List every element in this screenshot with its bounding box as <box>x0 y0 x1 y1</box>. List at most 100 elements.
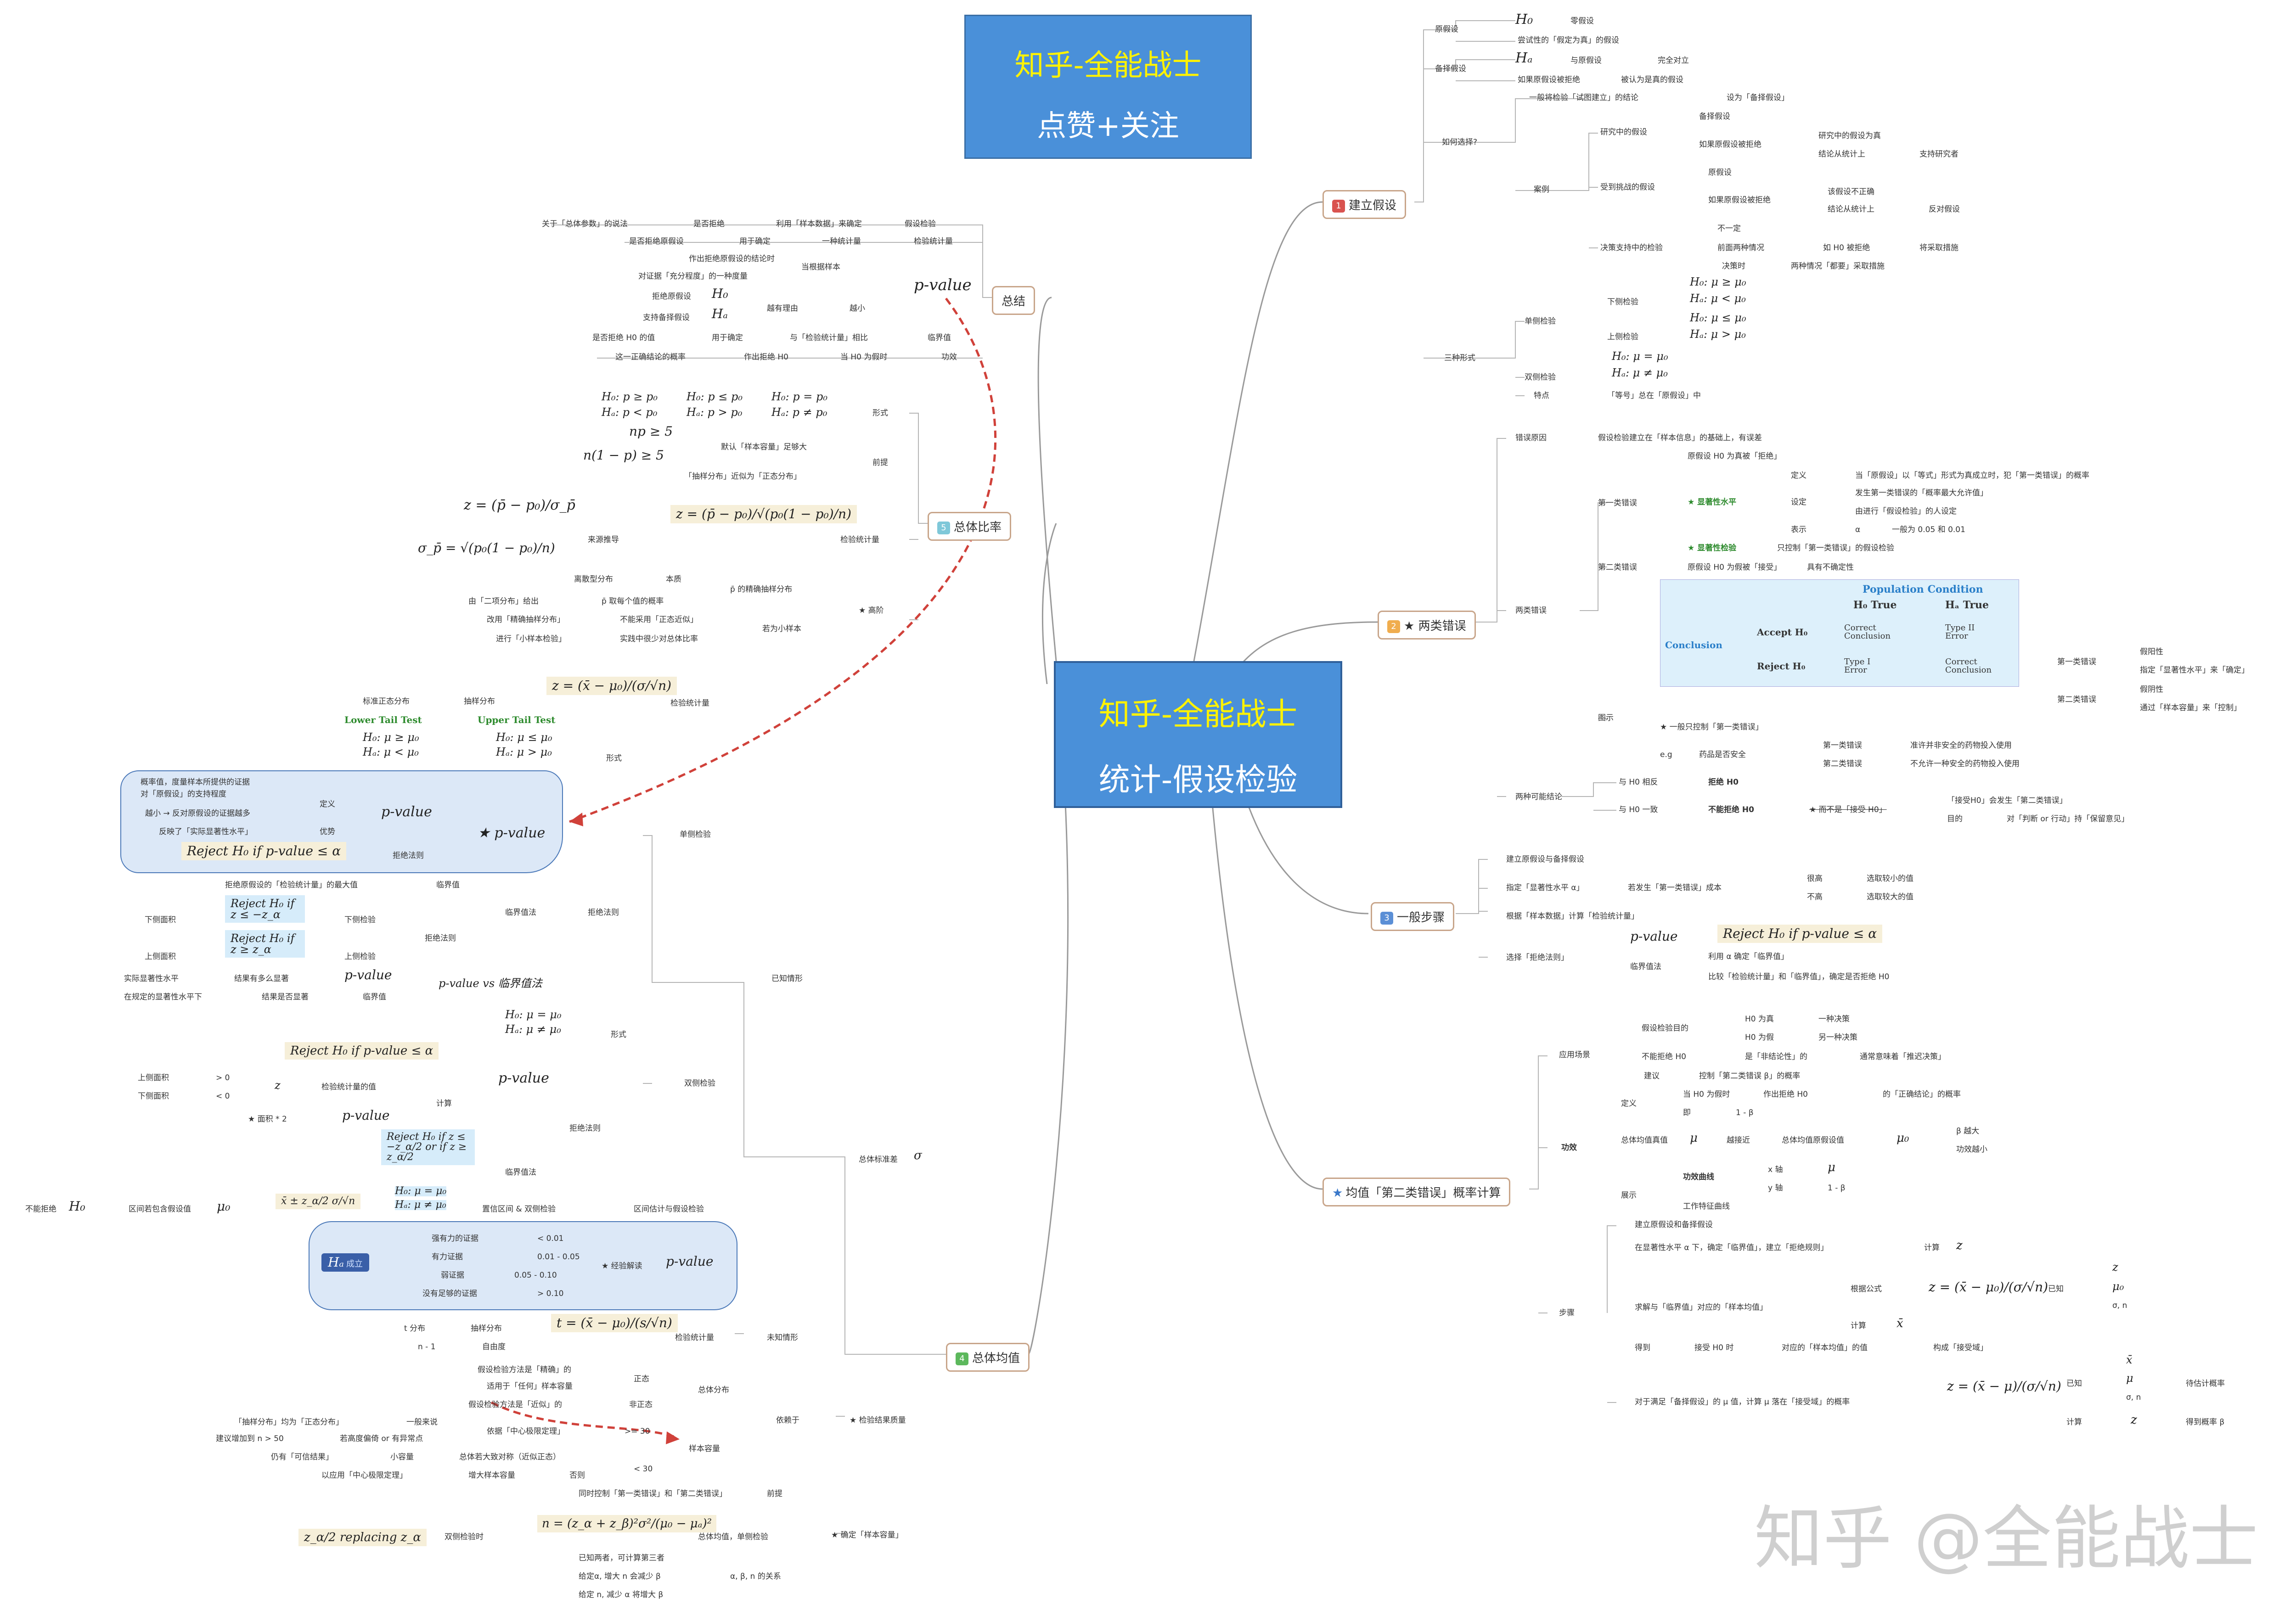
branch-label: ★ 两类错误 <box>1404 619 1466 633</box>
node: 对「判断 or 行动」持「保留意见」 <box>2007 814 2129 824</box>
node: ★ 确定「样本容量」 <box>831 1531 903 1540</box>
node: 区间估计与假设检验 <box>634 1205 704 1214</box>
formula: H₀ <box>712 286 728 301</box>
node: 单侧检验 <box>680 830 711 839</box>
node: 检验统计量 <box>670 699 709 708</box>
formula: μ₀ <box>1896 1131 1909 1145</box>
node: 具有不确定性 <box>1807 563 1854 572</box>
formula: z <box>2112 1261 2118 1273</box>
node: 在规定的显著性水平下 <box>124 993 202 1002</box>
node: 求解与「临界值」对应的「样本均值」 <box>1635 1303 1767 1312</box>
node: 拒绝法则 <box>425 934 456 943</box>
node: 拒绝法则 <box>588 908 619 917</box>
node: 一种决策 <box>1818 1015 1850 1024</box>
node: > 0 <box>216 1073 230 1083</box>
formula: μ₀ <box>217 1199 231 1214</box>
branch-beta-calc[interactable]: ★均值「第二类错误」概率计算 <box>1322 1178 1511 1206</box>
node: 概率值，度量样本所提供的证据 <box>141 778 250 787</box>
node: 通过「样本容量」来「控制」 <box>2140 703 2241 712</box>
node: 越有理由 <box>767 304 798 313</box>
formula: H₀ <box>69 1199 85 1214</box>
formula: Hₐ: μ > μ₀ <box>496 746 552 758</box>
table-col: Hₐ True <box>1945 599 1989 611</box>
node: 功效曲线 <box>1683 1172 1714 1182</box>
node: 若发生「第一类错误」成本 <box>1628 883 1722 892</box>
node: 展示 <box>1621 1191 1637 1200</box>
node: 越小 <box>850 304 865 313</box>
node: 总体均值原假设值 <box>1782 1136 1844 1145</box>
node: 临界值法 <box>1630 962 1661 971</box>
node: 假设检验目的 <box>1642 1024 1688 1033</box>
node: 是「非结论性」的 <box>1745 1052 1807 1061</box>
node: 选取较大的值 <box>1867 892 1913 902</box>
formula: μ <box>1828 1161 1835 1174</box>
node: 样本容量 <box>689 1444 720 1453</box>
formula: μ₀ <box>2112 1280 2124 1293</box>
node: >= 30 <box>625 1427 650 1436</box>
node: 接受 H0 时 <box>1694 1343 1734 1352</box>
node: 进行「小样本检验」 <box>496 634 566 644</box>
node: 如 H0 被拒绝 <box>1823 243 1870 252</box>
node: 单侧检验 <box>1525 317 1556 326</box>
node: 非正态 <box>629 1400 653 1409</box>
node: 下侧检验 <box>344 915 376 925</box>
central-title: 知乎-全能战士 <box>1098 696 1298 733</box>
branch-summary[interactable]: 总结 <box>992 286 1035 315</box>
node: 已知 <box>2048 1285 2064 1294</box>
node: 利用「样本数据」来确定 <box>776 219 862 229</box>
branch-two-errors[interactable]: 2★ 两类错误 <box>1378 611 1476 640</box>
node: 拒绝 H0 <box>1708 778 1739 787</box>
node: 抽样分布 <box>464 697 495 706</box>
central-topic[interactable]: 知乎-全能战士 统计-假设检验 <box>1054 661 1342 808</box>
formula: Hₐ: p ≠ p₀ <box>771 406 827 419</box>
node: 标准正态分布 <box>363 697 410 706</box>
node: 越小 → 反对原假设的证据越多 <box>145 809 251 818</box>
node: 由「二项分布」给出 <box>468 597 539 606</box>
node: 已知两者，可计算第三者 <box>579 1554 664 1563</box>
node: 临界值 <box>928 333 951 342</box>
node: ★ 一般只控制「第一类错误」 <box>1660 723 1763 732</box>
formula: x̄ ± z_α/2 σ/√n <box>276 1194 361 1209</box>
node: 对「原假设」的支持程度 <box>141 790 226 799</box>
node: ★ 显著性水平 <box>1688 498 1737 507</box>
node: 的「正确结论」的概率 <box>1883 1090 1961 1099</box>
node: 形式 <box>872 409 888 418</box>
node: 形式 <box>611 1030 626 1039</box>
node: 结论从统计上 <box>1828 205 1874 214</box>
banner-line1: 知乎-全能战士 <box>1014 49 1202 83</box>
node: 设定 <box>1791 498 1806 507</box>
node: 实践中很少对总体比率 <box>620 634 698 644</box>
node: 原假设 H0 为假被「接受」 <box>1688 563 1782 572</box>
formula: Reject H₀ if z ≥ z_α <box>225 930 305 958</box>
branch-label: 总结 <box>1002 295 1026 309</box>
node: σ, n <box>2112 1301 2127 1310</box>
node: 形式 <box>606 754 622 763</box>
node: 结果有多么显著 <box>234 974 289 983</box>
node: 给定 n, 减少 α 将增大 β <box>579 1590 664 1599</box>
node: 与「检验统计量」相比 <box>790 333 868 342</box>
branch-label: 一般步骤 <box>1397 911 1445 925</box>
node: 建议 <box>1644 1071 1660 1081</box>
node: 该假设不正确 <box>1828 187 1874 196</box>
ha-symbol: Hₐ <box>1515 50 1533 66</box>
node: 假设检验建立在「样本信息」的基础上，有误差 <box>1598 433 1762 443</box>
node: 下侧面积 <box>138 1092 169 1101</box>
node: 以应用「中心极限定理」 <box>321 1471 407 1480</box>
node: 控制「第二类错误 β」的概率 <box>1699 1071 1801 1081</box>
node: 是否拒绝 H0 的值 <box>592 333 655 342</box>
formula: Reject H₀ if p-value ≤ α <box>1717 925 1883 943</box>
node: 关于「总体参数」的说法 <box>542 219 628 229</box>
node: H0 为假 <box>1745 1033 1774 1042</box>
formula: x̄ <box>2126 1353 2133 1366</box>
node: 双侧检验 <box>684 1079 715 1088</box>
formula: Hₐ: μ ≠ μ₀ <box>1612 366 1668 379</box>
node: 前提 <box>767 1489 782 1498</box>
formula: Hₐ <box>712 306 728 321</box>
node: 临界值 <box>363 993 386 1002</box>
node: 药品是否安全 <box>1699 750 1746 759</box>
